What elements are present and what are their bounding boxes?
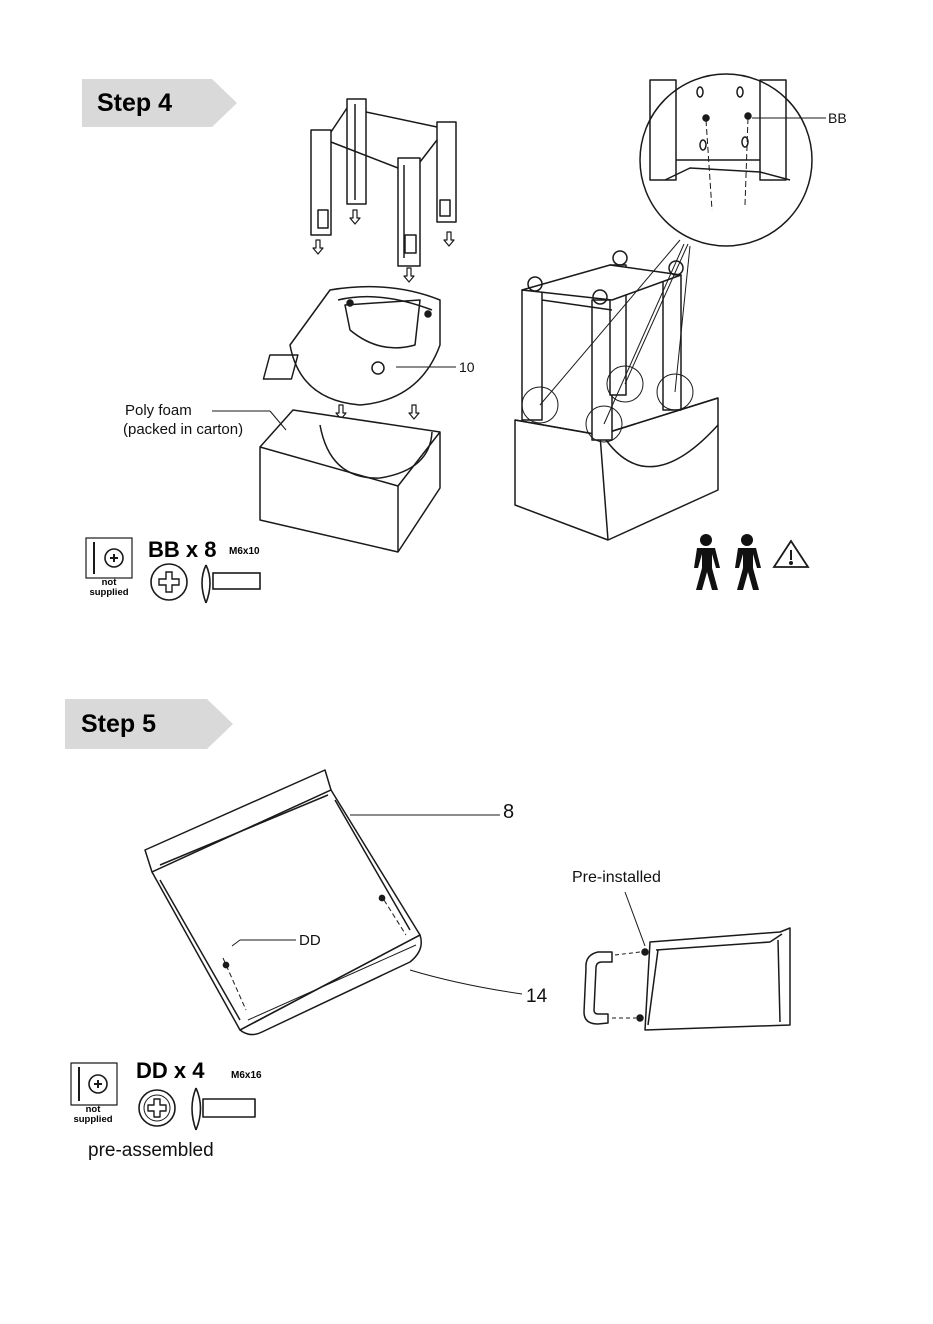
drawer-tipped [145, 770, 421, 1035]
label-part14: 14 [526, 986, 547, 1008]
step5-phillips-head-icon [139, 1090, 175, 1126]
label-pre-installed: Pre-installed [572, 869, 661, 887]
label-dd: DD [299, 932, 321, 949]
step5-screwdriver-icon [71, 1063, 117, 1105]
handle-assembly [584, 928, 790, 1030]
step5-bolt-icon [192, 1088, 255, 1130]
label-part8: 8 [503, 801, 514, 824]
step5-tool-note-line2: supplied [67, 1115, 119, 1125]
step5-hardware-size: M6x16 [231, 1070, 262, 1081]
step5-hardware-qty: DD x 4 [136, 1058, 204, 1084]
step5-preassembled-note: pre-assembled [88, 1140, 214, 1162]
